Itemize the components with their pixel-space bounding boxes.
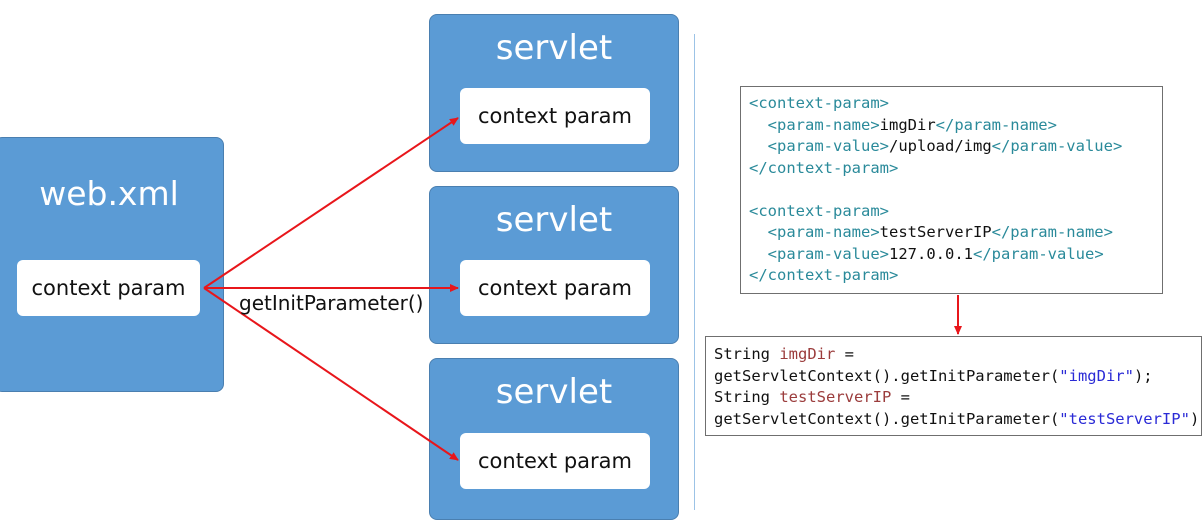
xml-tag: <param-name> (767, 223, 880, 241)
java-variable: imgDir (779, 345, 836, 363)
xml-tag: <context-param> (749, 94, 889, 112)
java-variable: testServerIP (779, 388, 892, 406)
xml-value: 127.0.0.1 (889, 244, 973, 263)
java-operator: = (835, 345, 854, 363)
xml-tag: <param-name> (767, 115, 880, 134)
servlet-box-2: servlet context param (429, 186, 679, 344)
java-call: getServletContext().getInitParameter( (714, 409, 1060, 428)
xml-line: </context-param> (749, 158, 1162, 180)
servlet-title-1: servlet (495, 28, 613, 68)
servlet-title-2: servlet (495, 200, 613, 240)
xml-value: testServerIP (879, 223, 992, 241)
java-type: String (714, 345, 780, 363)
java-line: getServletContext().getInitParameter("te… (714, 409, 1202, 431)
xml-blank-line (749, 179, 1162, 201)
xml-tag: </param-value> (973, 244, 1104, 263)
xml-tag: <param-value> (767, 137, 889, 155)
xml-line: <param-name>imgDir</param-name> (749, 115, 1162, 137)
xml-line: <context-param> (749, 201, 1162, 223)
java-call-end: ); (1133, 366, 1153, 385)
java-operator: = (891, 388, 910, 406)
xml-tag: <context-param> (749, 201, 889, 220)
arrow-to-servlet-3 (203, 287, 459, 461)
xml-value: imgDir (879, 115, 936, 134)
java-type: String (714, 388, 780, 406)
java-line: getServletContext().getInitParameter("im… (714, 366, 1201, 388)
xml-tag: </context-param> (749, 266, 899, 284)
xml-value: /upload/img (889, 137, 992, 155)
web-xml-box: web.xml context param (0, 137, 224, 392)
xml-line: <param-value>/upload/img</param-value> (749, 136, 1162, 158)
java-call: getServletContext().getInitParameter( (714, 366, 1060, 385)
xml-tag: </context-param> (749, 158, 899, 177)
java-line: String testServerIP = (714, 387, 1201, 409)
java-string: "imgDir" (1059, 366, 1134, 385)
vertical-divider (694, 34, 695, 510)
web-xml-context-param: context param (17, 260, 200, 316)
xml-tag: <param-value> (767, 244, 889, 263)
xml-line: <param-name>testServerIP</param-name> (749, 222, 1162, 244)
arrow-to-servlet-1 (203, 117, 459, 289)
get-init-parameter-label: getInitParameter() (239, 291, 424, 315)
xml-line: </context-param> (749, 265, 1162, 287)
java-call-end: ); (1189, 409, 1202, 428)
servlet-box-3: servlet context param (429, 358, 679, 520)
java-line: String imgDir = (714, 344, 1201, 366)
servlet-box-1: servlet context param (429, 14, 679, 172)
xml-tag: </param-name> (991, 223, 1113, 241)
java-code-box: String imgDir =getServletContext().getIn… (705, 336, 1202, 436)
xml-tag: </param-value> (991, 137, 1123, 155)
xml-code-box: <context-param> <param-name>imgDir</para… (740, 86, 1163, 294)
xml-line: <context-param> (749, 93, 1162, 115)
servlet-context-param-1: context param (460, 88, 650, 144)
xml-line: <param-value>127.0.0.1</param-value> (749, 244, 1162, 266)
web-xml-title: web.xml (39, 174, 179, 213)
java-string: "testServerIP" (1059, 409, 1190, 428)
xml-tag: </param-name> (935, 115, 1057, 134)
servlet-title-3: servlet (495, 372, 613, 412)
servlet-context-param-3: context param (460, 433, 650, 489)
servlet-context-param-2: context param (460, 260, 650, 316)
